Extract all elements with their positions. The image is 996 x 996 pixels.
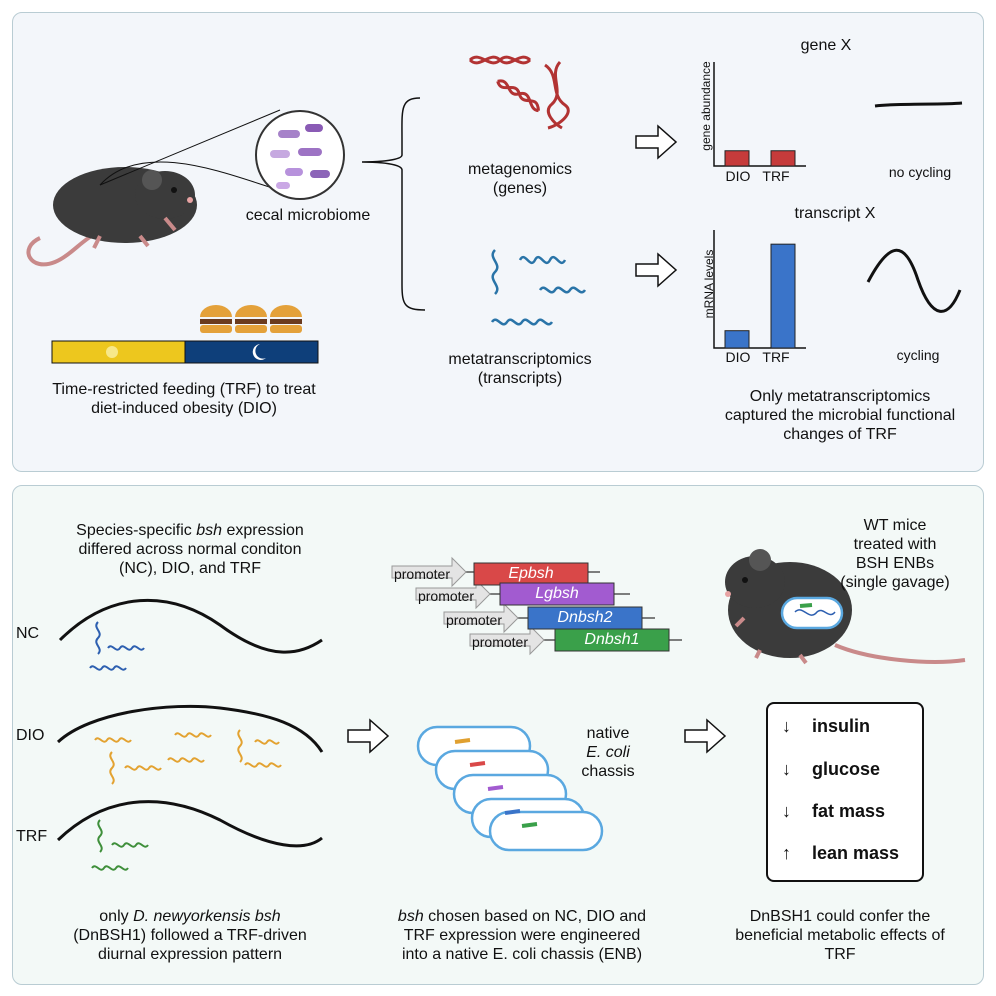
effect-insulin: ↓insulin xyxy=(782,716,870,736)
gene-epbsh: Epbsh xyxy=(508,565,554,582)
bacteria-icon xyxy=(270,124,330,189)
burger-icons xyxy=(200,305,302,333)
chart2-xtick-dio: DIO xyxy=(725,349,751,365)
moon-icon xyxy=(252,344,266,360)
condition-nc: NC xyxy=(16,625,40,642)
chart2-xtick-trf: TRF xyxy=(762,349,790,365)
caption3-line2: beneficial metabolic effects of xyxy=(735,927,945,944)
gene-lgbsh: Lgbsh xyxy=(535,585,579,602)
conclusion-line2: captured the microbial functional xyxy=(724,407,956,424)
promoter-label: promoter xyxy=(471,634,529,650)
gene-dnbsh1: Dnbsh1 xyxy=(584,631,640,648)
promoter-label: promoter xyxy=(393,566,451,582)
wt-line3: BSH ENBs xyxy=(855,555,935,572)
nc-curve xyxy=(58,598,323,654)
chart1-xtick-dio: DIO xyxy=(725,168,751,184)
chart1-title: gene X xyxy=(800,37,852,54)
dio-transcripts xyxy=(94,729,282,785)
dio-curve xyxy=(56,704,324,753)
native-line3: chassis xyxy=(581,763,635,780)
metabolic-effects-box: ↓insulin ↓glucose ↓fat mass ↑lean mass xyxy=(766,702,924,882)
wt-mouse-illustration xyxy=(725,549,966,665)
no-cycling-label: no cycling xyxy=(888,164,952,180)
caption3-line1: DnBSH1 could confer the xyxy=(749,908,931,925)
arrow-icon xyxy=(635,124,678,288)
wt-line2: treated with xyxy=(853,536,937,553)
mouse-illustration xyxy=(26,167,197,267)
trf-transcripts xyxy=(91,819,149,871)
chart1-xtick-trf: TRF xyxy=(762,168,790,184)
sun-icon xyxy=(106,346,118,358)
brace xyxy=(361,97,426,311)
gene-dnbsh2: Dnbsh2 xyxy=(557,609,613,626)
caption2-line1: bsh chosen based on NC, DIO and xyxy=(397,908,647,925)
dna-icon xyxy=(468,55,570,130)
conclusion-line1: Only metatranscriptomics xyxy=(749,388,931,405)
effect-glucose: ↓glucose xyxy=(782,759,881,779)
conclusion-line3: changes of TRF xyxy=(783,426,897,443)
caption1-line2: (DnBSH1) followed a TRF-driven xyxy=(73,927,307,944)
condition-trf: TRF xyxy=(16,828,48,845)
metatranscriptomics-sub: (transcripts) xyxy=(477,370,563,387)
caption3-line3: TRF xyxy=(824,946,856,963)
gene-constructs xyxy=(391,556,682,656)
trf-caption-line1: Time-restricted feeding (TRF) to treat xyxy=(52,381,316,398)
trf-curve xyxy=(56,800,323,848)
flat-line xyxy=(874,101,963,108)
plasmid-markers xyxy=(454,738,538,828)
wt-line1: WT mice xyxy=(863,517,927,534)
bar-trf xyxy=(770,150,796,167)
metagenomics-label: metagenomics xyxy=(467,161,573,178)
caption2-line2: TRF expression were engineered xyxy=(403,927,641,944)
ecoli-cells xyxy=(416,725,604,852)
metagenomics-sub: (genes) xyxy=(492,180,548,197)
promoter-label: promoter xyxy=(445,612,503,628)
caption1-line1: only D. newyorkensis bsh xyxy=(99,908,281,925)
arrow-icon xyxy=(347,718,727,754)
species-line3: (NC), DIO, and TRF xyxy=(119,560,261,577)
bar-trf xyxy=(770,243,796,349)
native-line1: native xyxy=(586,725,630,742)
species-line2: differed across normal conditon xyxy=(78,541,302,558)
cycling-label: cycling xyxy=(896,347,940,363)
nc-transcripts xyxy=(89,621,145,671)
cecal-label: cecal microbiome xyxy=(245,207,371,224)
dark-phase-bar xyxy=(184,340,319,364)
effect-fat-mass: ↓fat mass xyxy=(782,801,886,821)
effect-lean-mass: ↑lean mass xyxy=(782,843,900,863)
top-panel xyxy=(12,12,984,472)
metatranscriptomics-label: metatranscriptomics xyxy=(448,351,592,368)
bar-dio xyxy=(724,150,750,167)
wt-line4: (single gavage) xyxy=(840,574,950,591)
native-line2: E. coli xyxy=(586,744,630,761)
rna-icon xyxy=(490,249,587,326)
chart2-title: transcript X xyxy=(794,205,876,222)
trf-caption-line2: diet-induced obesity (DIO) xyxy=(91,400,277,417)
caption2-line3: into a native E. coli chassis (ENB) xyxy=(401,946,643,963)
caption1-line3: diurnal expression pattern xyxy=(97,946,283,963)
species-line1: Species-specific bsh expression xyxy=(76,522,304,539)
condition-dio: DIO xyxy=(16,727,45,744)
promoter-label: promoter xyxy=(417,588,475,604)
sine-wave xyxy=(866,248,962,313)
bar-dio xyxy=(724,330,750,349)
